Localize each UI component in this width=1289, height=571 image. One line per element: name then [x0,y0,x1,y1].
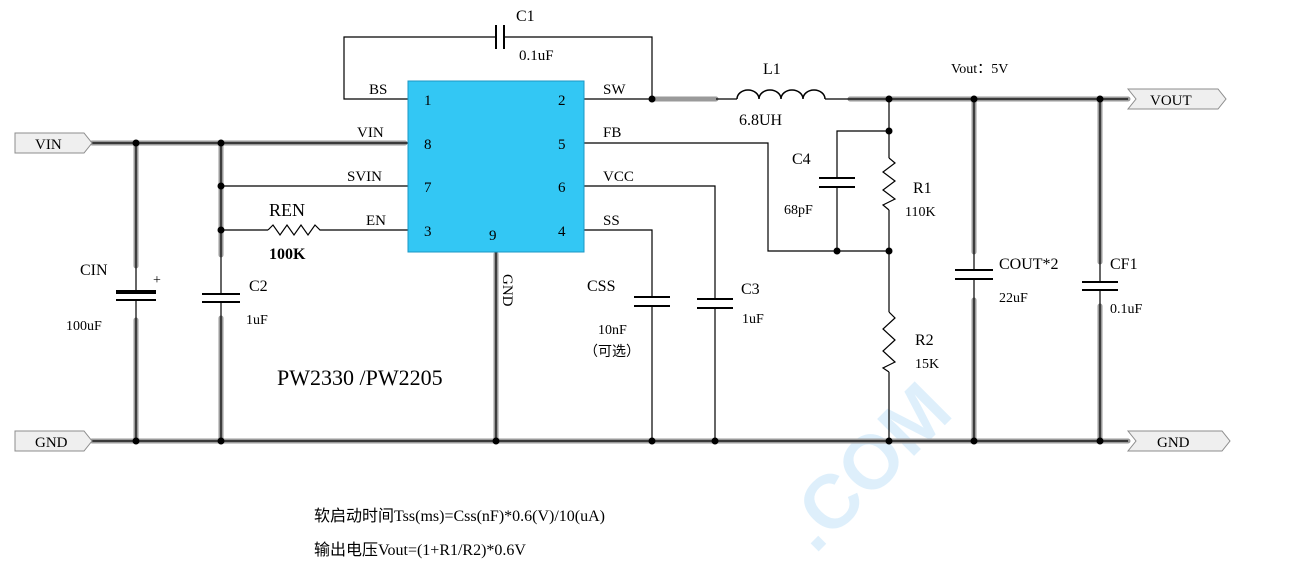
pin-sw-num: 2 [558,93,566,109]
resistor-r1 [881,157,897,211]
port-gnd-left: GND [14,430,93,452]
resistor-r2 [881,311,897,373]
c4-name: C4 [792,151,811,168]
c1-value: 0.1uF [519,48,554,64]
pin-sw-name: SW [603,82,626,98]
capacitor-c3 [697,298,733,309]
r1-value: 110K [905,205,936,220]
pin-ss-num: 4 [558,224,566,240]
pin-vin-num: 8 [424,137,432,153]
pin-gnd-name: GND [499,274,515,307]
chip-part-numbers: PW2330 /PW2205 [277,365,443,390]
pin-gnd-num: 9 [489,228,497,244]
capacitor-c1 [495,25,505,49]
ic-pins: BS 1 VIN 8 SVIN 7 EN 3 9 SW 2 FB 5 VCC 6… [347,82,634,244]
cout-value: 22uF [999,291,1028,306]
resistor-ren [267,223,324,237]
softstart-formula: 软启动时间Tss(ms)=Css(nF)*0.6(V)/10(uA) [314,508,606,525]
port-vin: VIN [14,132,93,154]
junction-dots [132,95,1104,445]
pin-en-num: 3 [424,224,432,240]
pin-bs-name: BS [369,82,387,98]
cf1-name: CF1 [1110,256,1138,273]
wires [92,36,1128,442]
ren-name: REN [269,200,305,220]
r2-name: R2 [915,332,934,349]
pin-ss-name: SS [603,213,620,229]
watermark: .COM [767,367,967,567]
c3-value: 1uF [742,312,764,327]
capacitor-cin [116,290,156,301]
css-name: CSS [587,278,615,295]
vout-formula: 输出电压Vout=(1+R1/R2)*0.6V [314,542,526,559]
ren-value: 100K [269,246,306,263]
pin-vin-name: VIN [357,125,384,141]
cout-name: COUT*2 [999,256,1059,273]
c1-name: C1 [516,8,535,25]
capacitor-c2 [202,293,240,303]
c2-name: C2 [249,278,268,295]
c2-value: 1uF [246,313,268,328]
l1-name: L1 [763,61,781,78]
port-vout-label: VOUT [1150,93,1192,109]
vout-label: Vout：5V [951,62,1008,77]
cin-polarity: + [153,273,161,288]
pin-en-name: EN [366,213,386,229]
pin-fb-name: FB [603,125,621,141]
cin-value: 100uF [66,319,102,334]
capacitor-cout [955,269,993,280]
pin-fb-num: 5 [558,137,566,153]
l1-value: 6.8UH [739,112,783,129]
cin-name: CIN [80,262,108,279]
port-gnd-right-label: GND [1157,435,1190,451]
ic-body [407,80,585,253]
capacitor-c4 [819,177,855,188]
design-notes: 软启动时间Tss(ms)=Css(nF)*0.6(V)/10(uA) 输出电压V… [314,500,605,568]
r2-value: 15K [915,357,939,372]
capacitor-cf1 [1082,281,1118,291]
css-note: （可选） [584,344,640,360]
c3-name: C3 [741,281,760,298]
c4-value: 68pF [784,203,813,218]
capacitor-css [634,296,670,307]
inductor-l1 [736,89,826,100]
pin-bs-num: 1 [424,93,432,109]
pin-vcc-name: VCC [603,169,634,185]
port-vin-label: VIN [35,137,62,153]
r1-name: R1 [913,180,932,197]
port-gnd-left-label: GND [35,435,68,451]
css-value: 10nF [598,323,627,338]
port-gnd-right: GND [1126,430,1231,452]
port-vout: VOUT [1126,88,1227,110]
pin-svin-num: 7 [424,180,432,196]
pin-vcc-num: 6 [558,180,566,196]
pin-svin-name: SVIN [347,169,382,185]
cf1-value: 0.1uF [1110,302,1143,317]
